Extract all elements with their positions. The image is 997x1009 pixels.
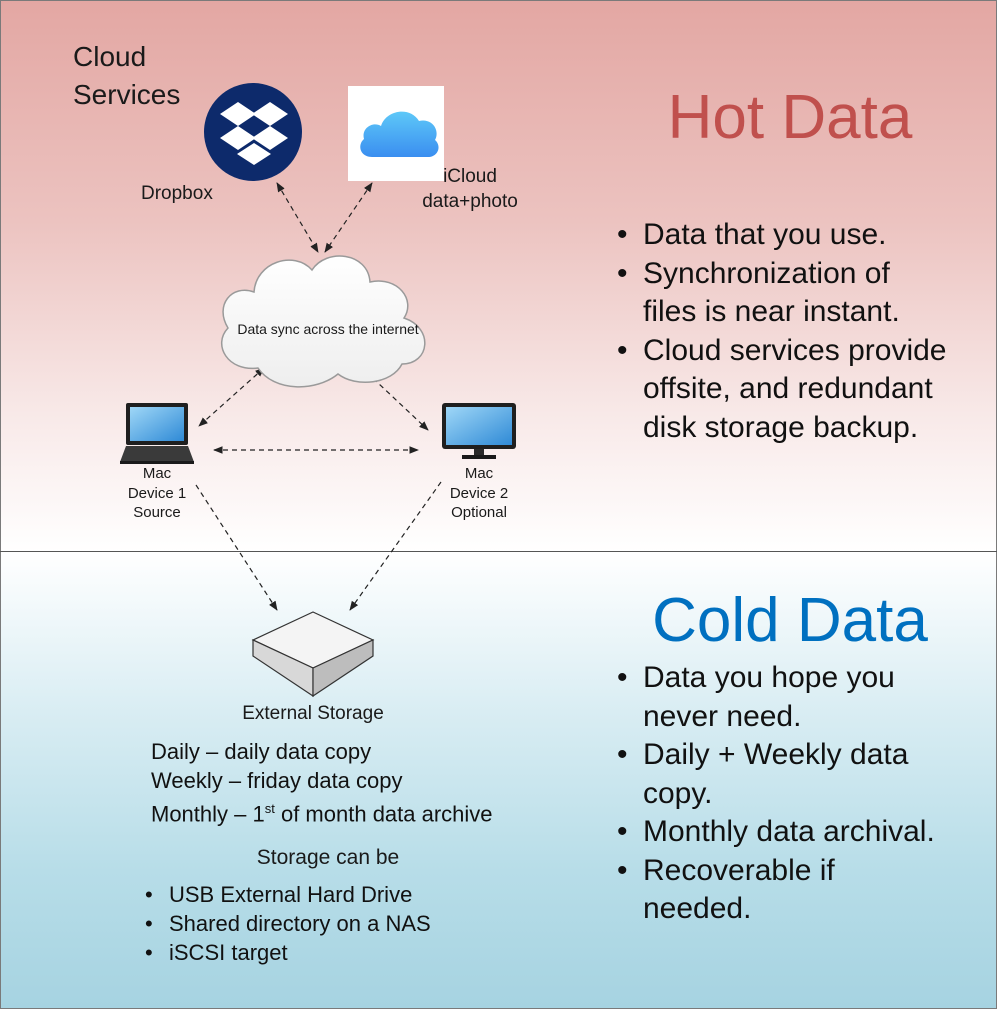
cold-bullet-line: Data you hope you bbox=[643, 661, 895, 694]
cold-bullet: Data you hope you never need. bbox=[617, 659, 935, 736]
storage-option-item: iSCSI target bbox=[145, 938, 431, 967]
cold-bullet-line: Daily + Weekly data bbox=[643, 738, 909, 771]
device2-label: Mac Device 2 Optional bbox=[434, 464, 524, 523]
cold-bullet: Recoverable if needed. bbox=[617, 852, 935, 929]
desktop-monitor-icon bbox=[442, 403, 516, 459]
dropbox-icon bbox=[204, 83, 302, 181]
schedule-monthly: Monthly – 1st of month data archive bbox=[151, 795, 493, 829]
hot-bullet-line: Data that you use. bbox=[643, 218, 887, 251]
hot-bullet-line: files is near instant. bbox=[643, 295, 900, 328]
icloud-label-line2: data+photo bbox=[422, 191, 518, 212]
hot-bullet-line: Cloud services provide bbox=[643, 333, 947, 367]
cold-bullet: Monthly data archival. bbox=[617, 813, 935, 852]
cloud-services-heading: Cloud Services bbox=[73, 38, 180, 114]
device2-label-line2: Device 2 bbox=[449, 484, 509, 502]
internet-cloud-icon bbox=[221, 255, 426, 388]
section-divider bbox=[0, 551, 997, 552]
storage-options-title: Storage can be bbox=[256, 846, 400, 869]
cold-bullet-line: needed. bbox=[643, 892, 752, 925]
hot-bullet: Cloud services provide offsite, and redu… bbox=[617, 332, 946, 448]
schedule-daily: Daily – daily data copy bbox=[151, 739, 372, 764]
storage-option-item: Shared directory on a NAS bbox=[145, 909, 431, 938]
cold-data-title: Cold Data bbox=[652, 586, 928, 655]
icloud-label-line1: iCloud bbox=[443, 166, 497, 187]
device1-label-line1: Mac bbox=[142, 465, 172, 482]
connector-cloud-device2 bbox=[359, 365, 429, 431]
cloud-label: Data sync across the internet bbox=[237, 321, 419, 337]
device1-label: Mac Device 1 Source bbox=[112, 464, 202, 523]
cold-bullet-line: copy. bbox=[643, 776, 713, 810]
hot-bullet: Synchronization of files is near instant… bbox=[617, 255, 946, 332]
device2-label-line3: Optional bbox=[451, 504, 507, 521]
device1-label-line2: Device 1 bbox=[127, 484, 187, 502]
cold-data-bullets: Data you hope you never need. Daily + We… bbox=[617, 659, 935, 929]
schedule-monthly-sup: st bbox=[264, 801, 275, 816]
hot-bullet-line: Synchronization of bbox=[643, 256, 890, 290]
connector-device1-storage bbox=[195, 484, 278, 611]
connector-device2-storage bbox=[349, 481, 442, 611]
cloud-services-heading-line1: Cloud bbox=[73, 41, 147, 72]
storage-options-list: USB External Hard Drive Shared directory… bbox=[145, 880, 431, 967]
laptop-icon bbox=[120, 403, 194, 464]
connector-cloud-device1 bbox=[198, 367, 265, 427]
icloud-icon bbox=[348, 86, 444, 181]
hot-data-bullets: Data that you use. Synchronization of fi… bbox=[617, 216, 946, 447]
hot-bullet-line: disk storage backup. bbox=[643, 410, 919, 444]
icloud-label: iCloud data+photo bbox=[420, 164, 520, 214]
connector-dropbox-cloud bbox=[276, 182, 319, 253]
hot-bullet: Data that you use. bbox=[617, 216, 946, 255]
schedule-weekly: Weekly – friday data copy bbox=[151, 767, 403, 793]
hot-data-title: Hot Data bbox=[667, 83, 913, 152]
device1-label-line3: Source bbox=[133, 504, 181, 521]
backup-schedule: Daily – daily data copy Weekly – friday … bbox=[151, 738, 493, 829]
schedule-monthly-suffix: of month data archive bbox=[274, 801, 493, 827]
dropbox-label: Dropbox bbox=[141, 183, 213, 204]
schedule-monthly-prefix: Monthly – 1 bbox=[151, 801, 265, 827]
cold-bullet: Daily + Weekly data copy. bbox=[617, 736, 935, 813]
cold-bullet-line: Monthly data archival. bbox=[643, 815, 935, 848]
external-storage-label: External Storage bbox=[242, 703, 384, 724]
cloud-services-heading-line2: Services bbox=[73, 79, 181, 110]
hot-bullet-line: offsite, and redundant bbox=[643, 372, 933, 405]
external-storage-icon bbox=[251, 611, 375, 698]
cold-bullet-line: Recoverable if bbox=[643, 853, 835, 887]
connector-icloud-cloud bbox=[324, 182, 373, 253]
cold-bullet-line: never need. bbox=[643, 699, 802, 733]
device2-label-line1: Mac bbox=[464, 465, 494, 482]
storage-option-item: USB External Hard Drive bbox=[145, 880, 431, 909]
